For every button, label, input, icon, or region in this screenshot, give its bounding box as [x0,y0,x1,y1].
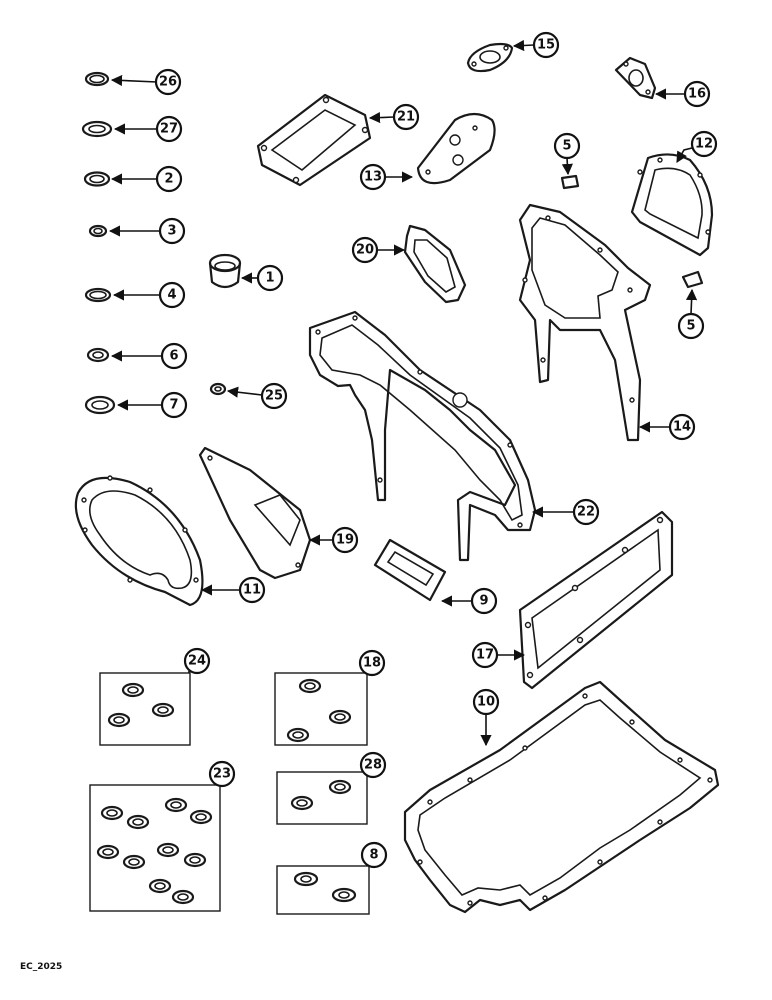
seal-kit-18-icon [274,672,368,746]
callout-20: 20 [351,236,379,264]
gasket-15-icon [466,42,514,73]
callout-7: 7 [160,391,188,419]
callout-2: 2 [155,165,183,193]
callout-25: 25 [260,382,288,410]
svg-text:24: 24 [188,654,206,669]
gasket-9-icon [373,538,447,602]
seal-6-icon [86,347,110,363]
seal-1-icon [208,253,242,289]
callout-19: 19 [331,526,359,554]
gasket-22-icon [308,310,537,562]
callout-3: 3 [158,217,186,245]
leader-5-lower [685,288,698,315]
svg-text:17: 17 [476,648,494,663]
leader-26 [110,74,158,87]
svg-text:2: 2 [164,172,173,187]
callout-8: 8 [360,841,388,869]
svg-text:1: 1 [265,271,274,286]
callout-26: 26 [154,68,182,96]
leader-21 [368,111,395,124]
leader-15 [512,39,535,52]
seal-26-icon [84,71,110,87]
seal-27-icon [81,120,113,138]
callout-4: 4 [158,281,186,309]
callout-28: 28 [359,751,387,779]
svg-text:19: 19 [336,533,354,548]
svg-text:11: 11 [243,583,261,598]
callout-15: 15 [532,31,560,59]
svg-text:5: 5 [686,319,695,334]
seal-4-icon [84,287,112,303]
callout-13: 13 [359,163,387,191]
callout-12: 12 [690,130,718,158]
gasket-21-icon [256,93,372,187]
svg-text:22: 22 [577,505,595,520]
callout-18: 18 [358,649,386,677]
seal-7-icon [84,395,116,415]
seal-25-icon [209,382,227,396]
seal-kit-23-icon [89,784,221,912]
svg-text:7: 7 [169,398,178,413]
svg-text:6: 6 [169,349,178,364]
callout-11: 11 [238,576,266,604]
leader-5-upper [561,157,573,176]
callout-24: 24 [183,647,211,675]
gasket-19-icon [198,446,312,580]
svg-text:18: 18 [363,656,381,671]
svg-text:12: 12 [695,137,713,152]
gasket-16-icon [614,56,657,100]
svg-text:21: 21 [397,110,415,125]
leader-25 [226,386,263,398]
svg-text:23: 23 [213,767,231,782]
callout-27: 27 [155,115,183,143]
gasket-10-icon [403,680,720,914]
gasket-17-icon [518,510,674,690]
svg-text:8: 8 [369,848,378,863]
seal-3-icon [88,224,108,238]
svg-text:9: 9 [479,594,488,609]
gasket-14-icon [518,203,652,442]
gasket-20-icon [403,224,467,304]
callout-14: 14 [668,413,696,441]
figure-code: EC_2025 [20,962,63,972]
svg-text:15: 15 [537,38,555,53]
gasket-12-icon [630,153,714,257]
block-5-upper-icon [560,174,580,190]
callout-23: 23 [208,760,236,788]
block-5-lower-icon [681,270,704,289]
callout-10: 10 [472,688,500,716]
svg-text:25: 25 [265,389,283,404]
gasket-13-icon [416,112,496,185]
seal-2-icon [83,171,111,187]
svg-text:5: 5 [562,139,571,154]
svg-text:10: 10 [477,695,495,710]
svg-text:27: 27 [160,122,178,137]
callout-1: 1 [256,264,284,292]
svg-text:28: 28 [364,758,382,773]
leader-12 [676,147,693,163]
seal-kit-24-icon [99,672,191,746]
svg-text:3: 3 [167,224,176,239]
svg-text:14: 14 [673,420,691,435]
svg-text:13: 13 [364,170,382,185]
callout-5-lower: 5 [677,312,705,340]
gasket-11-icon [74,475,204,607]
callout-6: 6 [160,342,188,370]
callout-16: 16 [683,80,711,108]
svg-text:16: 16 [688,87,706,102]
seal-kit-8-icon [276,865,370,915]
seal-kit-28-icon [276,771,368,825]
svg-text:26: 26 [159,75,177,90]
callout-21: 21 [392,103,420,131]
svg-text:4: 4 [167,288,176,303]
svg-text:20: 20 [356,243,374,258]
callout-17: 17 [471,641,499,669]
callout-22: 22 [572,498,600,526]
callout-5-upper: 5 [553,132,581,160]
callout-9: 9 [470,587,498,615]
